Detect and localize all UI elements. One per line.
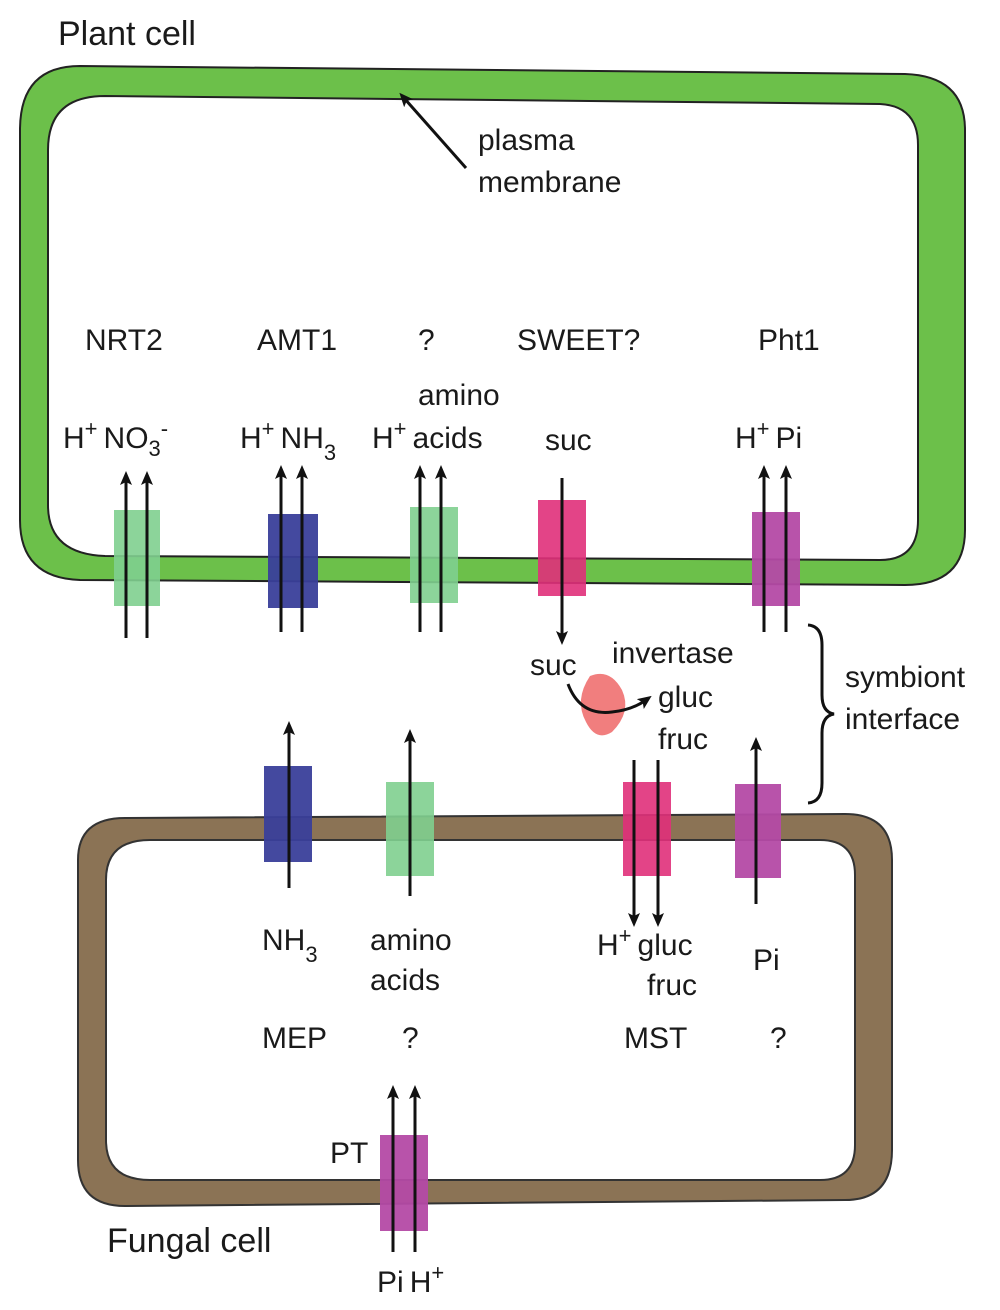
plant-aa-line1: amino (418, 379, 500, 412)
plasma-membrane-label-line1: plasma (478, 124, 575, 157)
interface-fruc-label: fruc (658, 723, 708, 756)
nrt2-label: NRT2 (85, 324, 163, 357)
pht1-substrates: H+Pi (735, 416, 802, 455)
sweet-suc-label: suc (545, 424, 592, 457)
symbiont-label-line2: interface (845, 703, 960, 736)
fungal-cell-title: Fungal cell (107, 1222, 271, 1260)
plant-aa-substrates: H+acids (372, 416, 483, 455)
fungal-unknown-aa-label: ? (402, 1022, 419, 1055)
fungal-pi-transporter (735, 784, 781, 878)
mst-substrates: H+gluc (597, 923, 693, 962)
amt1-transporter (268, 514, 318, 608)
plant-cell-title: Plant cell (58, 15, 196, 53)
plant-cell-wall (19, 64, 966, 587)
mst-fruc-label: fruc (647, 969, 697, 1002)
mep-label: MEP (262, 1022, 327, 1055)
fungal-aa-line1: amino (370, 924, 452, 957)
pht1-label: Pht1 (758, 324, 820, 357)
mst-transporter (623, 782, 671, 876)
invertase-label: invertase (612, 637, 734, 670)
pht1-transporter (752, 512, 800, 606)
plasma-membrane-label-line2: membrane (478, 166, 621, 199)
interface-gluc-label: gluc (658, 681, 713, 714)
svg-text:H+NO3-: H+NO3- (63, 416, 168, 461)
svg-text:PiH+: PiH+ (377, 1260, 444, 1299)
plant-transport-arrows (120, 465, 792, 645)
plant-unknown-aa-label: ? (418, 324, 435, 357)
plant-aa-transporter (410, 507, 458, 603)
symbiont-label-line1: symbiont (845, 661, 966, 694)
svg-text:H+acids: H+acids (372, 416, 483, 455)
mst-label: MST (624, 1022, 687, 1055)
fungal-pi-label: Pi (753, 944, 780, 977)
fungal-transport-arrows (283, 721, 762, 1252)
sweet-label: SWEET? (517, 324, 640, 357)
invertase-enzyme (580, 673, 626, 736)
pt-transporter (380, 1135, 428, 1231)
svg-text:NH3: NH3 (262, 924, 318, 967)
amt1-substrates: H+NH3 (240, 416, 336, 465)
fungal-nh3-label: NH3 (262, 924, 318, 967)
nrt2-substrates: H+NO3- (63, 416, 168, 461)
svg-text:H+gluc: H+gluc (597, 923, 693, 962)
amt1-label: AMT1 (257, 324, 337, 357)
symbiont-interface-brace (807, 623, 835, 805)
interface-suc-label: suc (530, 649, 577, 682)
fungal-unknown-pi-label: ? (770, 1022, 787, 1055)
svg-text:H+Pi: H+Pi (735, 416, 802, 455)
pt-label: PT (330, 1137, 368, 1170)
nrt2-transporter (114, 510, 160, 606)
fungal-aa-line2: acids (370, 964, 440, 997)
invertase-arrow (566, 683, 652, 714)
svg-text:H+NH3: H+NH3 (240, 416, 336, 465)
plasma-membrane-arrow (399, 92, 468, 169)
fungal-cell-wall (77, 812, 893, 1208)
